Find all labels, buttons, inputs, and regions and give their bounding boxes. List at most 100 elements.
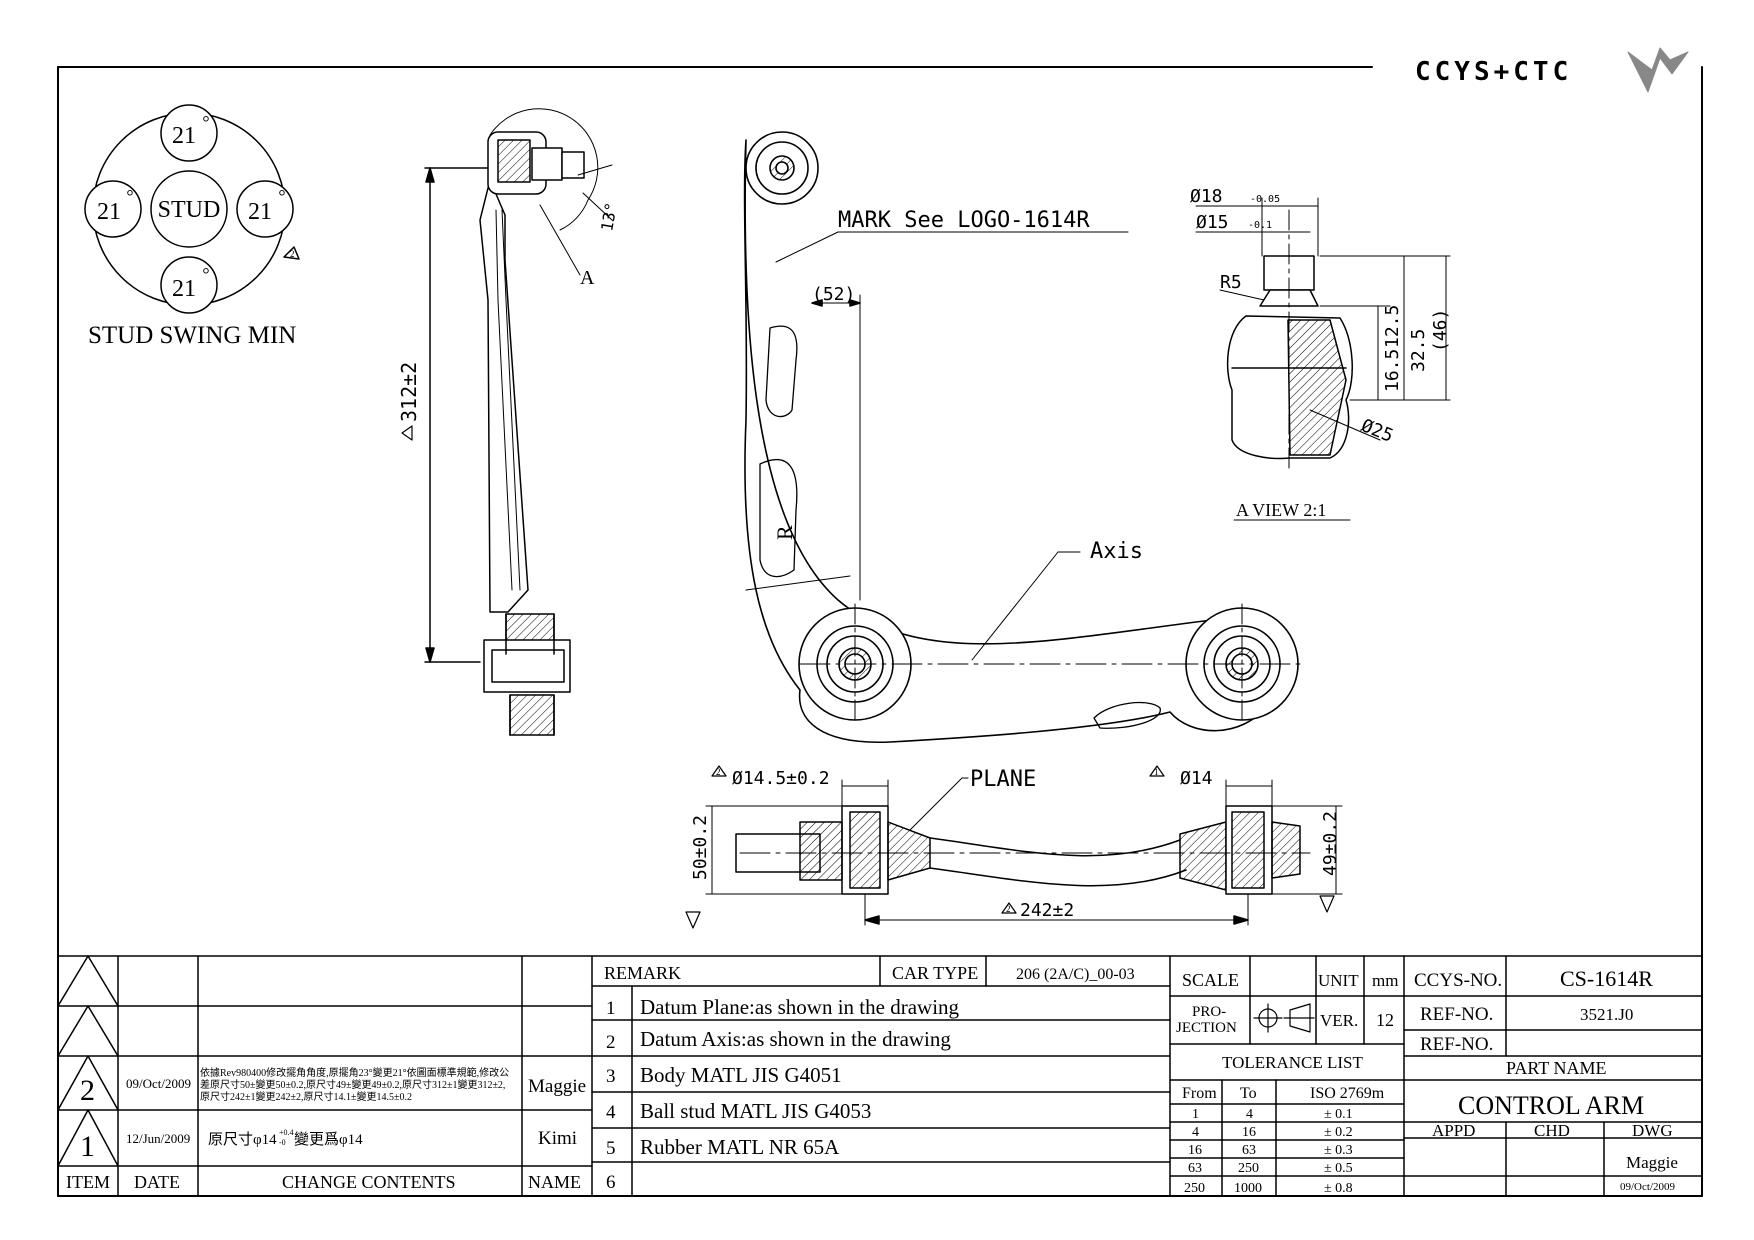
remark-no-3: 3	[606, 1066, 616, 1087]
title-block-text: 2 1 09/Oct/2009 12/Jun/2009 依據Rev980400修…	[66, 963, 1678, 1196]
detail-view-a: Ø18 -0.05 Ø15 -0.1 R5 12.5 16.5 32.5 (46…	[1190, 186, 1451, 521]
tol-from-2: 4	[1192, 1125, 1199, 1140]
dia-25: Ø25	[1358, 415, 1396, 447]
rev-content-2a: 依據Rev980400修改擺角角度,原擺角23°變更21°依圖面標準規範,修改公	[200, 1066, 509, 1079]
tol-val-4: ± 0.5	[1324, 1161, 1353, 1176]
tol-val-3: ± 0.3	[1324, 1143, 1353, 1158]
rev-content-2c: 原尺寸242±1變更242±2,原尺寸14.1±變更14.5±0.2	[200, 1090, 412, 1103]
projection-label-2: JECTION	[1176, 1020, 1237, 1036]
logo-text: CCYS+CTC	[1415, 57, 1572, 87]
remark-text-2: Datum Axis:as shown in the drawing	[640, 1027, 951, 1051]
rev-item-2: 2	[80, 1074, 95, 1107]
tolerance-title: TOLERANCE LIST	[1222, 1053, 1363, 1072]
rev-mark-f3: 2	[1006, 904, 1011, 914]
rev-date-2: 09/Oct/2009	[126, 1076, 191, 1091]
remark-text-4: Ball stud MATL JIS G4053	[640, 1099, 871, 1123]
ccys-no-value: CS-1614R	[1560, 966, 1653, 991]
part-name-label: PART NAME	[1506, 1058, 1606, 1078]
dim-16-5: 16.5	[1382, 349, 1403, 392]
dwg-date: 09/Oct/2009	[1620, 1181, 1675, 1193]
remark-text-3: Body MATL JIS G4051	[640, 1063, 842, 1087]
unit-value: mm	[1372, 971, 1398, 990]
scale-label: SCALE	[1182, 970, 1239, 990]
side-view: 312±2 13° A	[397, 108, 621, 736]
projection-symbol-icon	[1253, 1003, 1315, 1033]
rev-date-1: 12/Jun/2009	[126, 1131, 190, 1146]
tol-val-2: ± 0.2	[1324, 1125, 1353, 1140]
dim-242: 242±2	[1020, 900, 1074, 921]
tol-to-2: 16	[1242, 1125, 1256, 1140]
dia-14: Ø14	[1180, 768, 1213, 789]
dia-18-tol: -0.05	[1250, 194, 1280, 205]
rev-content-2b: 差原尺寸50±變更50±0.2,原尺寸49±變更49±0.2,原尺寸312±1變…	[200, 1078, 505, 1091]
tol-from-1: 1	[1192, 1107, 1199, 1122]
dwg-name: Maggie	[1626, 1153, 1678, 1172]
dwg-label: DWG	[1632, 1121, 1673, 1140]
ver-value: 12	[1376, 1010, 1394, 1030]
plane-label: PLANE	[970, 767, 1036, 792]
rev-name-1: Kimi	[538, 1128, 577, 1149]
dia-14-5: Ø14.5±0.2	[732, 768, 830, 789]
ver-label: VER.	[1320, 1011, 1358, 1030]
hdr-contents: CHANGE CONTENTS	[282, 1172, 456, 1192]
tol-to-3: 63	[1242, 1143, 1256, 1158]
rev-content-1-tol-dn: -0	[279, 1138, 286, 1147]
rev-triangle	[283, 246, 300, 260]
remark-text-5: Rubber MATL NR 65A	[640, 1135, 840, 1159]
projection-label-1: PRO-	[1192, 1004, 1226, 1020]
swing-bottom: 21	[172, 276, 196, 302]
chd-label: CHD	[1534, 1121, 1570, 1140]
dim-312: 312±2	[397, 362, 421, 422]
mark-note: MARK See LOGO-1614R	[838, 208, 1090, 233]
rev-mark-f2: 2	[716, 767, 721, 777]
ref-no-value: 3521.J0	[1580, 1005, 1633, 1024]
tol-val-1: ± 0.1	[1324, 1107, 1353, 1122]
logo-mark-icon	[1627, 47, 1689, 93]
side-letter-r: R	[772, 525, 797, 540]
dim-32-5: 32.5	[1408, 329, 1429, 372]
appd-label: APPD	[1432, 1121, 1475, 1140]
remark-no-2: 2	[606, 1032, 616, 1053]
hdr-item: ITEM	[66, 1172, 110, 1192]
dim-49: 49±0.2	[1320, 811, 1341, 876]
swing-top: 21	[172, 123, 196, 149]
stud-swing-diagram: STUD 21 21 21 21 ° ° ° ° 2 STUD SWING MI…	[84, 104, 300, 349]
tol-val-5: ± 0.8	[1324, 1181, 1353, 1196]
swing-right: 21	[248, 199, 272, 225]
ref-no2-label: REF-NO.	[1420, 1034, 1493, 1055]
car-type-value: 206 (2A/C)_00-03	[1016, 966, 1135, 983]
tol-from-4: 63	[1188, 1161, 1202, 1176]
rev-name-2: Maggie	[528, 1076, 586, 1097]
stud-label: STUD	[158, 197, 221, 223]
dia-15-tol: -0.1	[1248, 220, 1272, 231]
hdr-name: NAME	[528, 1172, 581, 1192]
hdr-date: DATE	[134, 1172, 180, 1192]
deg-left: °	[126, 186, 133, 206]
stud-center-circle	[150, 170, 228, 248]
tol-hdr-std: ISO 2769m	[1310, 1085, 1385, 1102]
tol-hdr-from: From	[1182, 1085, 1217, 1102]
stud-swing-title: STUD SWING MIN	[88, 322, 296, 349]
tol-from-5: 250	[1184, 1181, 1205, 1196]
sheet-border	[57, 66, 1703, 1197]
tol-from-3: 16	[1188, 1143, 1202, 1158]
remark-no-1: 1	[606, 998, 616, 1019]
tol-to-5: 1000	[1234, 1181, 1262, 1196]
dia-18: Ø18	[1190, 186, 1223, 207]
dim-12-5: 12.5	[1382, 305, 1403, 348]
angle-13: 13°	[597, 201, 621, 233]
rev2-triangle	[57, 1055, 119, 1111]
remark-text-1: Datum Plane:as shown in the drawing	[640, 995, 960, 1019]
top-view: R MARK See LOGO-1614R (52) Axis	[743, 131, 1301, 743]
remark-no-6: 6	[606, 1172, 616, 1193]
rev1-triangle	[57, 1109, 119, 1167]
dim-46: (46)	[1430, 309, 1451, 352]
tol-to-4: 250	[1238, 1161, 1259, 1176]
view-ref-a: A	[580, 267, 595, 289]
car-type-label: CAR TYPE	[892, 963, 978, 983]
ccys-no-label: CCYS-NO.	[1414, 970, 1502, 991]
deg-right: °	[278, 186, 285, 206]
rev-content-1b: 變更爲φ14	[294, 1131, 363, 1148]
swing-left: 21	[97, 199, 121, 225]
